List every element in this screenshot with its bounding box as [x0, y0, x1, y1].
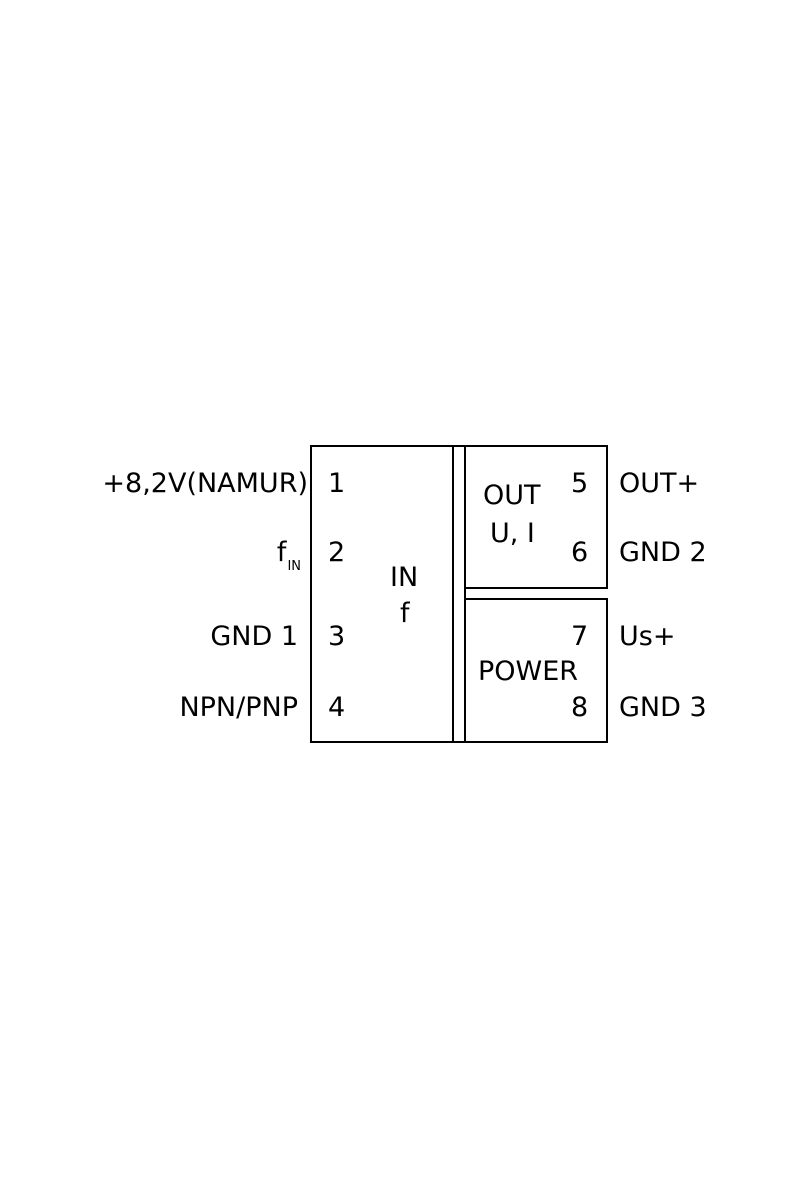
pin7-label: Us+ [619, 621, 676, 652]
pin-number-2: 2 [328, 537, 346, 568]
pin2-label: fIN [276, 537, 301, 573]
pin-number-8: 8 [571, 692, 589, 723]
pin4-label: NPN/PNP [179, 692, 298, 723]
pin1-label: +8,2V(NAMUR) [102, 468, 308, 499]
pin-number-5: 5 [571, 468, 589, 499]
power-block-title: POWER [478, 656, 579, 687]
output-block [464, 445, 608, 589]
pin2-label-subscript: IN [287, 559, 301, 574]
pin-number-3: 3 [328, 621, 346, 652]
pin8-label: GND 3 [619, 692, 707, 723]
power-block [464, 598, 608, 743]
pin6-label: GND 2 [619, 537, 707, 568]
pin-number-7: 7 [571, 621, 589, 652]
pin3-label: GND 1 [210, 621, 298, 652]
output-block-title: OUT [483, 480, 541, 511]
separator-bar [452, 445, 466, 743]
input-block-subtitle: f [400, 598, 410, 629]
pin-number-4: 4 [328, 692, 346, 723]
input-block-title: IN [390, 562, 419, 593]
pin2-label-main: f [276, 537, 287, 568]
pin5-label: OUT+ [619, 468, 700, 499]
pin-number-1: 1 [328, 468, 346, 499]
output-block-subtitle: U, I [490, 518, 535, 549]
pin-number-6: 6 [571, 537, 589, 568]
